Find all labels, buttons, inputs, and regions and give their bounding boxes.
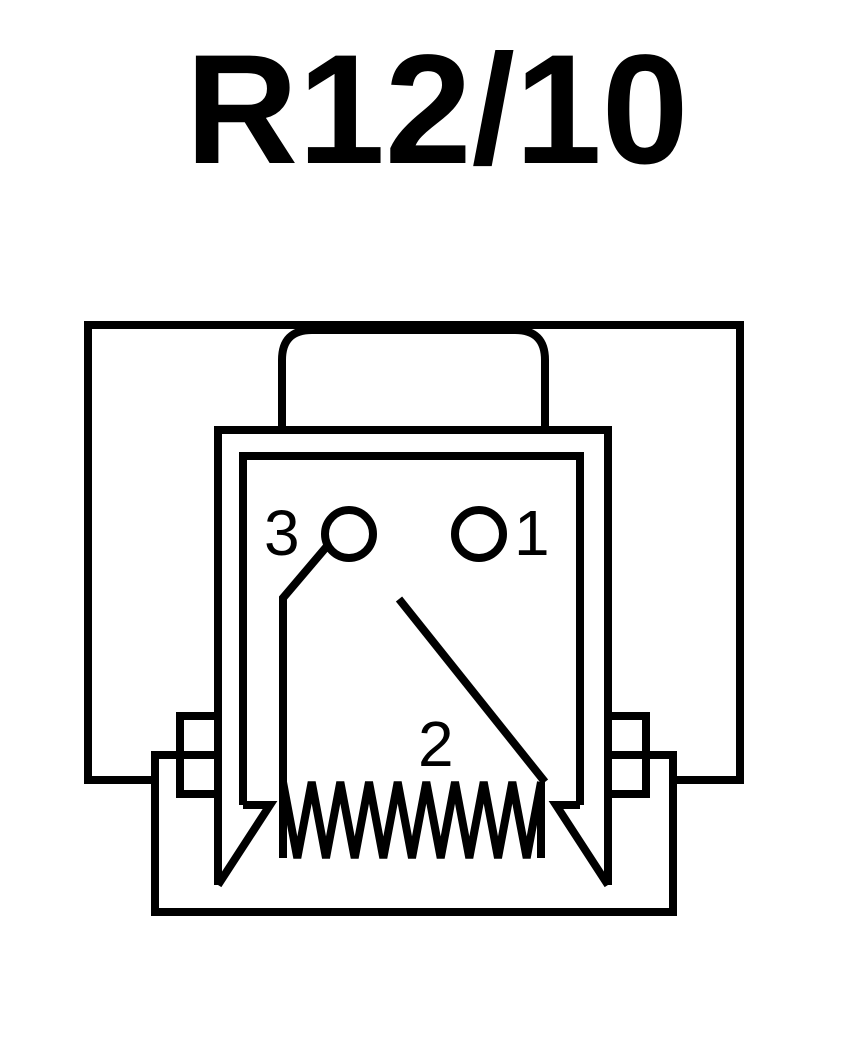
resistive-element [279,781,545,859]
wiper-line [395,596,549,785]
outer-housing [84,321,744,784]
body-frame-outer [214,426,612,885]
pin-3-lead [279,542,332,858]
pin-3-terminal [321,506,377,562]
left-side-clip [176,712,222,798]
pin-2-label: 2 [418,708,454,780]
right-wedge [548,801,612,888]
left-wedge [214,801,278,888]
diagram-title: R12/10 [185,23,688,197]
body-frame-inner [239,452,584,805]
zigzag-path [279,781,545,859]
right-side-clip [604,712,650,798]
pin-1-label: 1 [514,497,550,569]
pin-3-label: 3 [264,497,300,569]
top-tab [278,326,549,430]
base-bracket [151,751,677,916]
pin-1-terminal [451,506,507,562]
